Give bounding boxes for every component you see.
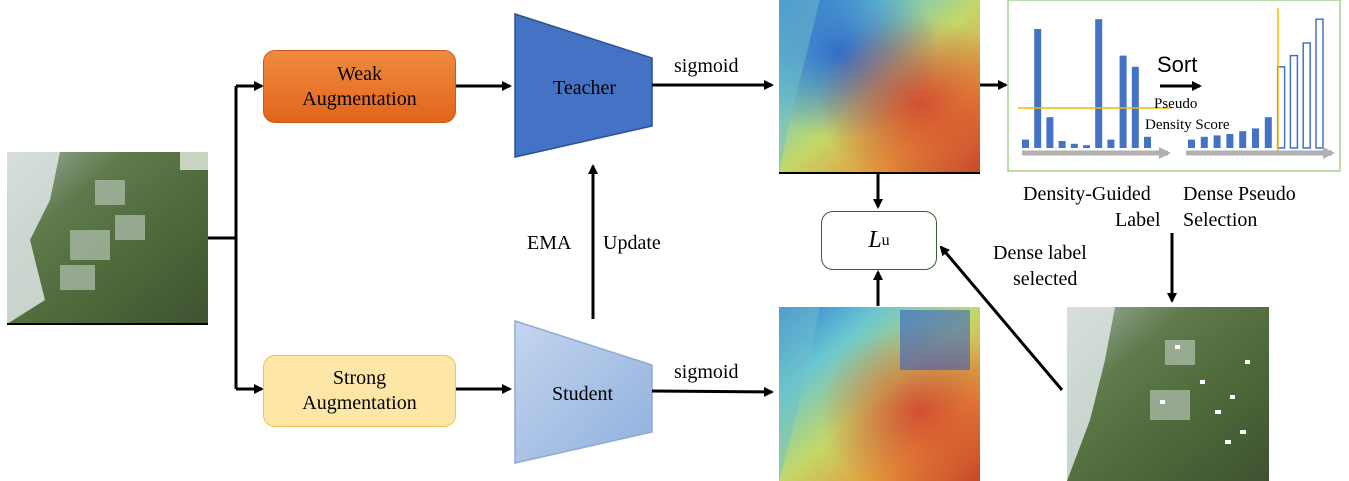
weak-aug-line1: Weak — [336, 62, 383, 85]
ema-label: EMA — [527, 232, 572, 254]
aug-to-model-arrows — [456, 81, 512, 394]
loss-subscript: u — [881, 231, 890, 249]
left-bar — [1046, 117, 1054, 148]
density-score-label: Density Score — [1145, 117, 1230, 133]
loss-symbol: L — [868, 227, 882, 253]
update-label: Update — [603, 232, 661, 254]
dense-label-image — [1067, 307, 1269, 481]
right-bar — [1200, 136, 1208, 148]
dense-label-to-loss-arrow — [939, 245, 1064, 391]
sigmoid-bottom-label: sigmoid — [674, 361, 739, 383]
left-bar — [1144, 136, 1151, 148]
caption-left-line2: Label — [1115, 209, 1161, 231]
left-bar — [1022, 139, 1029, 148]
caption-right-line2: Selection — [1183, 209, 1258, 231]
right-bar — [1188, 139, 1195, 148]
left-bar — [1095, 19, 1103, 149]
left-bar — [1107, 139, 1115, 148]
caption-right-line1: Dense Pseudo — [1183, 183, 1296, 205]
dense-label-line1: Dense label — [993, 242, 1087, 264]
input-branch-connector — [208, 81, 264, 394]
right-bar — [1289, 54, 1299, 149]
caption-left-line1: Density-Guided — [1023, 183, 1151, 205]
left-bar — [1058, 141, 1066, 148]
student-trapezoid — [514, 319, 653, 464]
weak-aug-line2: Augmentation — [302, 87, 417, 110]
selection-panel — [1007, 0, 1341, 172]
pseudo-label: Pseudo — [1154, 96, 1198, 112]
teacher-heatmap — [779, 0, 980, 174]
teacher-label: Teacher — [553, 77, 616, 99]
left-bar — [1083, 145, 1090, 148]
right-bar — [1213, 135, 1221, 148]
student-heatmap — [779, 307, 980, 481]
teacher-trapezoid — [514, 12, 653, 158]
left-bar — [1119, 55, 1127, 148]
right-bar-group — [1188, 18, 1324, 149]
right-bar — [1315, 18, 1324, 149]
sort-label: Sort — [1157, 52, 1198, 77]
sigmoid-top-label: sigmoid — [674, 55, 739, 77]
right-bar — [1264, 117, 1272, 148]
dense-label-line2: selected — [1013, 268, 1078, 290]
left-bar — [1034, 29, 1042, 148]
strong-aug-line1: Strong — [332, 367, 387, 389]
input-aerial-image — [7, 152, 208, 325]
sigmoid-bottom-arrow — [651, 386, 774, 397]
right-bar — [1252, 128, 1259, 148]
left-bar — [1070, 143, 1078, 148]
right-bar — [1302, 42, 1311, 149]
strong-aug-line2: Augmentation — [302, 392, 417, 414]
student-label: Student — [552, 383, 614, 405]
right-bar — [1239, 131, 1247, 148]
right-bar — [1226, 134, 1234, 148]
